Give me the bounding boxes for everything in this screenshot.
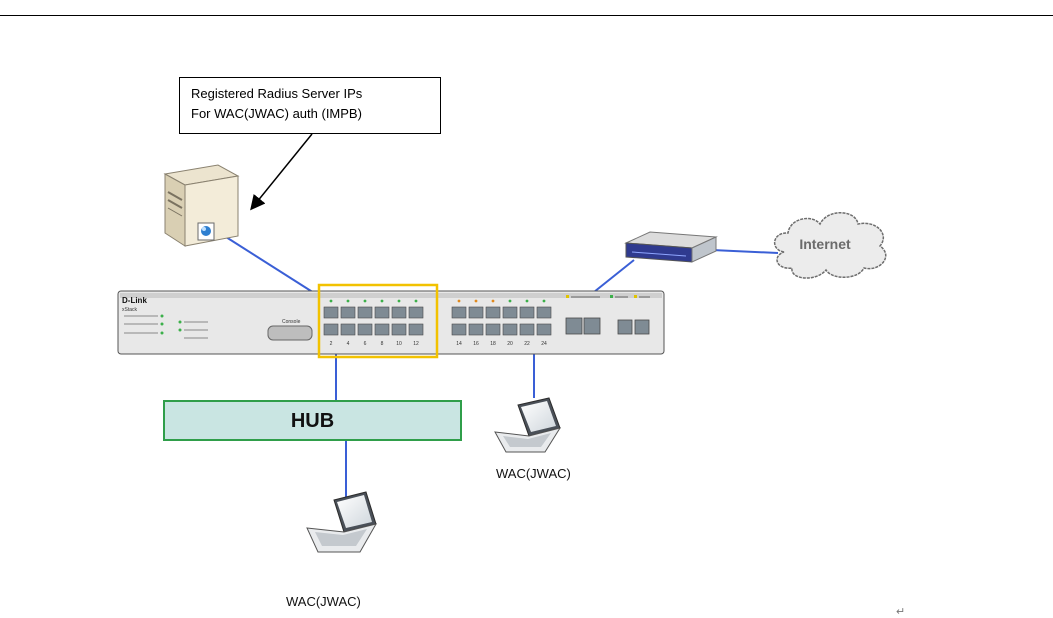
svg-text:10: 10 [396, 341, 402, 347]
internet-label: Internet [799, 236, 851, 252]
svg-text:22: 22 [524, 341, 530, 347]
client-label-right: WAC(JWAC) [496, 466, 571, 481]
port-numbers-group2: 14 16 18 20 22 24 [456, 341, 547, 347]
svg-text:16: 16 [473, 341, 479, 347]
link-server-switch [225, 236, 323, 299]
page-top-rule [0, 15, 1053, 16]
router-icon [624, 231, 718, 263]
radius-server-callout: Registered Radius Server IPs For WAC(JWA… [179, 77, 441, 134]
callout-arrow [250, 133, 313, 211]
port-leds [329, 299, 546, 303]
callout-line-1: Registered Radius Server IPs [191, 86, 363, 101]
status-leds [160, 314, 182, 335]
switch-series: xStack [122, 307, 138, 313]
server-icon [163, 164, 240, 247]
top-right-indicators [566, 295, 650, 298]
callout-line-2: For WAC(JWAC) auth (IMPB) [191, 106, 362, 121]
svg-text:2: 2 [330, 341, 333, 347]
uplink-ports [565, 317, 650, 335]
laptop-icon-right [494, 397, 562, 453]
svg-text:8: 8 [381, 341, 384, 347]
svg-text:4: 4 [347, 341, 350, 347]
link-router-internet [711, 249, 779, 254]
client-label-bottom: WAC(JWAC) [286, 594, 361, 609]
svg-text:20: 20 [507, 341, 513, 347]
laptop-icon-bottom [306, 491, 378, 553]
connection-links [225, 236, 779, 504]
svg-text:24: 24 [541, 341, 547, 347]
switch-device: D-Link xStack Console [117, 290, 665, 355]
console-label: Console [282, 319, 301, 325]
port-group-1 [323, 306, 424, 336]
internet-cloud-icon: Internet [774, 212, 887, 279]
port-group-2 [451, 306, 552, 336]
hub-label: HUB [290, 410, 335, 432]
return-mark: ↵ [896, 606, 906, 618]
svg-text:6: 6 [364, 341, 367, 347]
switch-brand: D-Link [122, 296, 147, 305]
hub-box: HUB [163, 400, 462, 441]
svg-text:18: 18 [490, 341, 496, 347]
svg-text:12: 12 [413, 341, 419, 347]
port-numbers-group1: 2 4 6 8 10 12 [330, 341, 419, 347]
svg-text:14: 14 [456, 341, 462, 347]
port-highlight-box [317, 283, 439, 359]
console-port [267, 325, 313, 341]
